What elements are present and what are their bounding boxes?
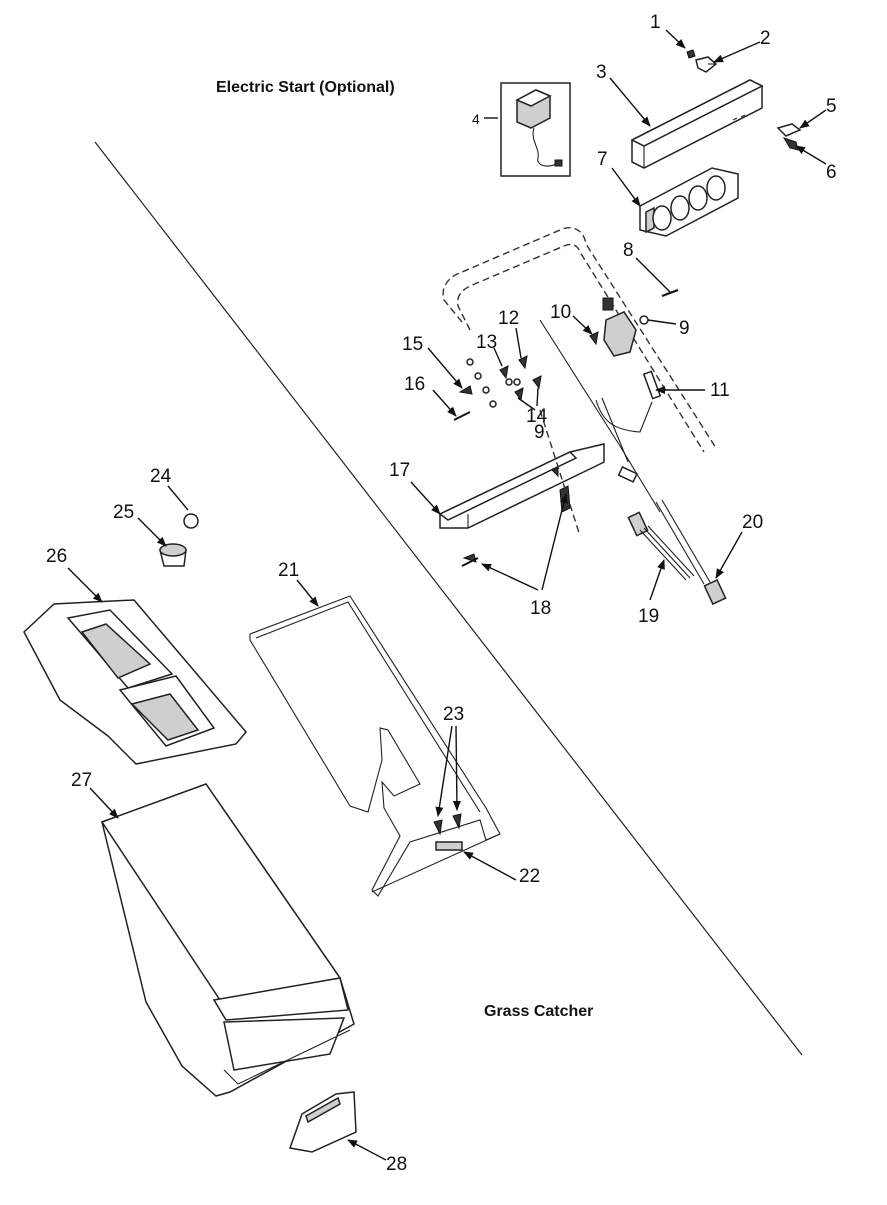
part-catcher-frame xyxy=(249,595,501,897)
callout-4: 4 xyxy=(472,111,480,127)
callout-24: 24 xyxy=(150,466,172,487)
part-catcher-bag xyxy=(100,783,355,1097)
callout-3: 3 xyxy=(596,62,607,83)
cable-long xyxy=(539,319,661,513)
callout-10: 10 xyxy=(550,302,571,323)
callout-17: 17 xyxy=(389,460,410,481)
callout-15: 15 xyxy=(402,334,423,355)
callout-1: 1 xyxy=(650,12,661,33)
callout-26: 26 xyxy=(46,546,67,567)
part-key xyxy=(686,49,718,73)
callout-16: 16 xyxy=(404,374,425,395)
callout-2: 2 xyxy=(760,28,771,49)
part-plate xyxy=(288,1091,357,1153)
callout-20: 20 xyxy=(742,512,763,533)
part-knob xyxy=(159,543,187,567)
part-battery-cover xyxy=(630,79,764,169)
callout-numbers: 1 2 3 4 5 6 7 8 9 10 11 12 13 14 15 16 9… xyxy=(46,12,837,1175)
callout-21: 21 xyxy=(278,560,299,581)
callout-9-lower: 9 xyxy=(534,422,545,443)
handle-outline-inner xyxy=(456,243,705,453)
part-plug xyxy=(617,465,638,483)
part-wire-harness xyxy=(627,511,695,581)
callout-25: 25 xyxy=(113,502,134,523)
part-bracket xyxy=(438,443,605,567)
callout-5: 5 xyxy=(826,96,837,117)
callout-14: 14 xyxy=(526,406,548,427)
callout-13: 13 xyxy=(476,332,497,353)
callout-11: 11 xyxy=(710,380,730,401)
callout-12: 12 xyxy=(498,308,519,329)
callout-18: 18 xyxy=(530,598,551,619)
part-extension-cord xyxy=(655,499,727,606)
title-electric-start: Electric Start (Optional) xyxy=(216,79,395,96)
leader-lines xyxy=(67,29,827,1161)
callout-22: 22 xyxy=(519,866,540,887)
part-hardware-group xyxy=(453,288,679,421)
part-charger xyxy=(500,82,571,177)
part-connector-11 xyxy=(642,370,662,400)
part-catcher-top xyxy=(23,599,247,765)
part-ball xyxy=(183,513,199,529)
callout-27: 27 xyxy=(71,770,92,791)
part-switch xyxy=(602,297,637,357)
separator-line xyxy=(94,141,803,1056)
callout-6: 6 xyxy=(826,162,837,183)
callout-9: 9 xyxy=(679,318,690,339)
part-battery-pack xyxy=(639,167,739,237)
callout-19: 19 xyxy=(638,606,659,627)
handle-outline xyxy=(442,226,717,449)
title-grass-catcher: Grass Catcher xyxy=(484,1003,593,1020)
callout-28: 28 xyxy=(386,1154,407,1175)
callout-23: 23 xyxy=(443,704,464,725)
callout-7: 7 xyxy=(597,149,608,170)
cable-short xyxy=(601,397,629,463)
callout-8: 8 xyxy=(623,240,634,261)
handle-lower xyxy=(539,409,581,537)
